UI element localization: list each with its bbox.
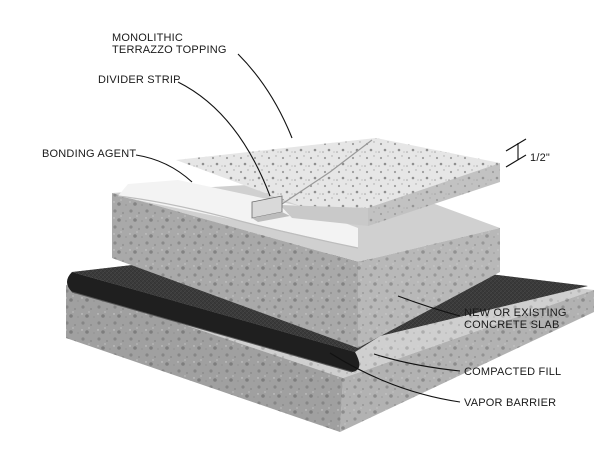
terrazzo-topping-layer: [176, 138, 500, 226]
label-thickness: 1/2": [530, 152, 550, 164]
label-topping-line1: MONOLITHIC: [112, 32, 183, 44]
vapor-barrier-curl: [67, 272, 360, 372]
terrazzo-front-face: [280, 205, 368, 226]
leader-fill: [373, 353, 461, 372]
leader-bonding: [135, 154, 193, 183]
bonding-agent-layer: [117, 180, 359, 249]
label-slab-line2: CONCRETE SLAB: [464, 319, 560, 331]
label-divider-strip: DIVIDER STRIP: [98, 74, 181, 86]
label-topping-line2: TERRAZZO TOPPING: [112, 44, 227, 56]
label-vapor-barrier: VAPOR BARRIER: [464, 397, 556, 409]
label-bonding-agent: BONDING AGENT: [42, 148, 136, 160]
leader-vapor: [329, 352, 461, 403]
label-compacted-fill: COMPACTED FILL: [464, 366, 561, 378]
thickness-dimension: [505, 138, 527, 168]
bonding-agent-surface: [118, 180, 358, 248]
leader-slab: [397, 295, 461, 317]
label-slab-line1: NEW OR EXISTING: [464, 307, 567, 319]
leader-lines: [135, 53, 461, 403]
leader-topping: [237, 53, 293, 139]
leader-divider: [177, 81, 271, 197]
divider-strip: [251, 195, 290, 222]
